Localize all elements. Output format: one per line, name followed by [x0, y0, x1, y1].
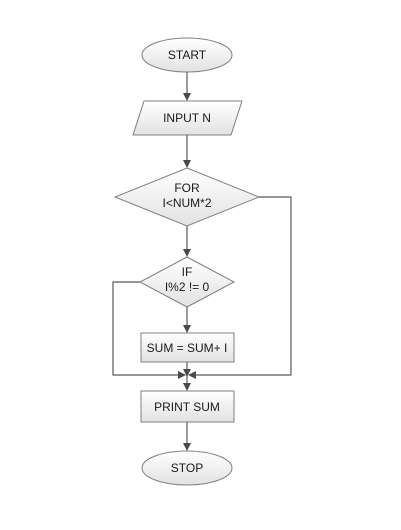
connector-if-sum [183, 307, 191, 333]
for-loop-label-line1: FOR [174, 181, 200, 195]
sum-update-box [140, 332, 235, 363]
stop-node: STOP [141, 450, 233, 486]
connector-print-stop [183, 422, 191, 451]
stop-oval [141, 450, 233, 486]
connector-sum-merge [183, 362, 191, 377]
sum-update-node: SUM = SUM+ I [140, 332, 235, 363]
connector-for-exit [188, 196, 292, 379]
input-label: INPUT N [163, 111, 211, 125]
for-loop-label-line2: I<NUM*2 [162, 196, 211, 210]
connector-for-if [183, 226, 191, 257]
connector-if-false [112, 281, 186, 379]
start-label: START [168, 48, 207, 62]
sum-update-label: SUM = SUM+ I [147, 341, 228, 355]
stop-label: STOP [171, 461, 203, 475]
if-check-label-line1: IF [182, 265, 193, 279]
input-node: INPUT N [132, 100, 243, 136]
input-parallelogram [132, 100, 243, 136]
for-loop-node: FOR I<NUM*2 [113, 167, 261, 227]
connector-start-input [183, 72, 191, 101]
print-label: PRINT SUM [154, 400, 220, 414]
connector-merge-print [183, 375, 191, 391]
if-check-label-line2: I%2 != 0 [165, 280, 210, 294]
start-node: START [141, 37, 233, 73]
if-check-node: IF I%2 != 0 [138, 256, 236, 308]
print-node: PRINT SUM [140, 390, 235, 423]
connector-input-for [183, 135, 191, 168]
